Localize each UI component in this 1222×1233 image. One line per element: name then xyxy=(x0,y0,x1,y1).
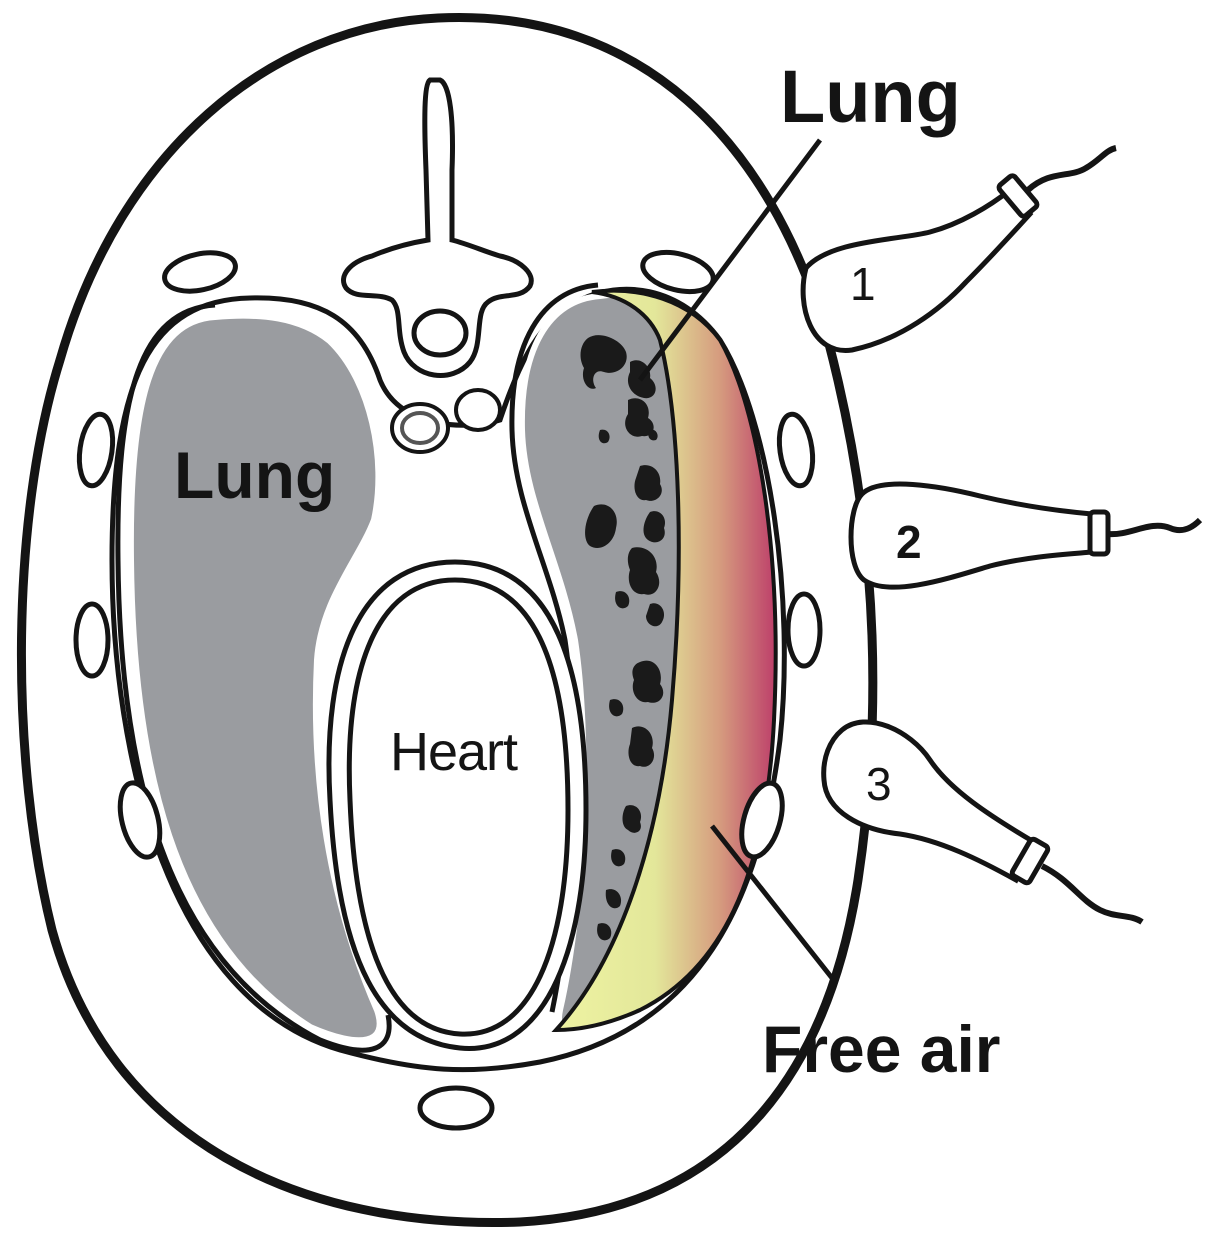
heart xyxy=(349,580,568,1034)
probe-1-number: 1 xyxy=(850,258,876,310)
lung-label-left: Lung xyxy=(174,438,335,512)
heart-label: Heart xyxy=(390,722,518,782)
free-air-label: Free air xyxy=(762,1012,1000,1086)
ultrasound-probe-icon xyxy=(824,722,1142,922)
probe-3-number: 3 xyxy=(866,758,892,810)
ultrasound-probe-icon xyxy=(803,148,1116,350)
lung-label-top: Lung xyxy=(780,55,961,138)
probe-2-number: 2 xyxy=(896,516,922,568)
